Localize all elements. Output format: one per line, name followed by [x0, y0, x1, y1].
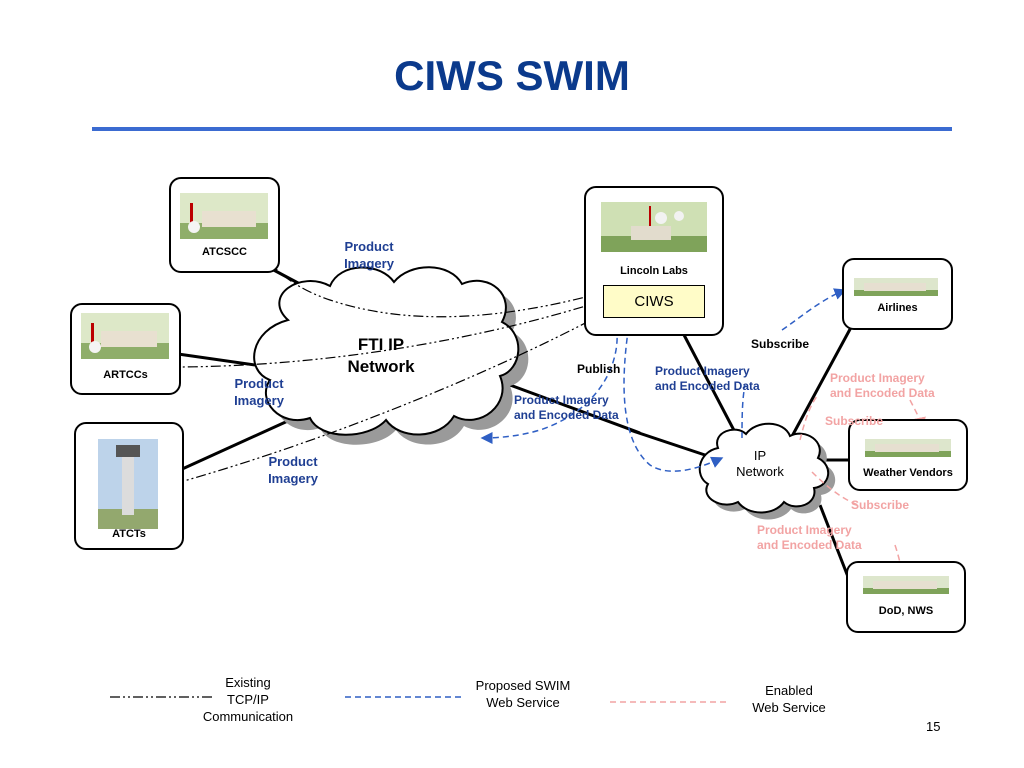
legend-enabled: Enabled Web Service — [752, 683, 826, 715]
ip-network-cloud — [698, 422, 836, 520]
hangar-image — [863, 576, 949, 594]
node-atcts: ATCTs — [74, 422, 184, 550]
artccs-label: ARTCCs — [103, 369, 148, 381]
ip-network-label: IP Network — [736, 448, 784, 479]
legend-proposed: Proposed SWIM Web Service — [475, 678, 571, 710]
atcts-label: ATCTs — [112, 528, 146, 540]
node-dod-nws: DoD, NWS — [846, 561, 966, 633]
hangar-image — [865, 439, 951, 457]
atcscc-label: ATCSCC — [201, 246, 247, 258]
enabled-subscribe-bottom-label: Subscribe — [851, 498, 910, 512]
page-title: CIWS SWIM — [394, 52, 630, 99]
product-imagery-mid-label: Product Imagery — [234, 376, 284, 408]
page-number: 15 — [926, 719, 941, 734]
product-imagery-top-label: Product Imagery — [344, 239, 394, 271]
airlines-label: Airlines — [877, 302, 918, 314]
proposed-swim-flows — [480, 288, 847, 472]
node-weather-vendors: Weather Vendors — [848, 419, 968, 491]
existing-tcpip-flows — [160, 261, 611, 490]
hangar-image — [854, 278, 938, 296]
legend-existing: Existing TCP/IP Communication — [202, 675, 294, 724]
legend-lines — [110, 696, 730, 703]
weather-vendors-label: Weather Vendors — [863, 467, 953, 479]
fti-ip-network-cloud — [253, 266, 529, 445]
subscribe-label: Subscribe — [751, 337, 810, 351]
title-rule — [92, 127, 952, 131]
node-airlines: Airlines — [842, 258, 953, 330]
building-image — [81, 313, 169, 359]
product-imagery-low-label: Product Imagery — [268, 454, 318, 486]
building-image — [180, 193, 268, 239]
product-imagery-encoded-center-label: Product Imagery and Encoded Data — [514, 393, 619, 422]
publish-label: Publish — [577, 362, 621, 376]
node-atcscc: ATCSCC — [169, 177, 280, 273]
ciws-box: CIWS — [603, 285, 705, 318]
enabled-imagery-top-label: Product Imagery and Encoded Data — [830, 371, 935, 400]
dod-nws-label: DoD, NWS — [878, 605, 934, 617]
network-links — [177, 265, 857, 583]
fti-network-label: FTI IP Network — [347, 335, 415, 376]
enabled-subscribe-top-label: Subscribe — [825, 414, 884, 428]
lincoln-labs-label: Lincoln Labs — [620, 265, 688, 277]
node-artccs: ARTCCs — [70, 303, 181, 395]
campus-image — [601, 202, 707, 252]
enabled-imagery-bottom-label: Product Imagery and Encoded Data — [757, 523, 862, 552]
product-imagery-encoded-right-label: Product Imagery and Encoded Data — [655, 364, 760, 393]
tower-image — [98, 439, 158, 529]
